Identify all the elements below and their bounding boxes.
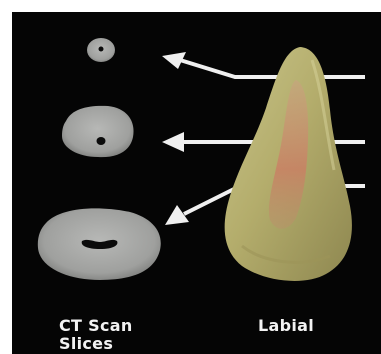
- ct-scan-slices-caption: CT Scan Slices: [59, 317, 169, 353]
- ct-slice-bottom: [38, 208, 161, 280]
- ct-slice-middle: [62, 106, 134, 157]
- ct-slice-top: [87, 38, 115, 62]
- labial-caption: Labial: [258, 317, 348, 335]
